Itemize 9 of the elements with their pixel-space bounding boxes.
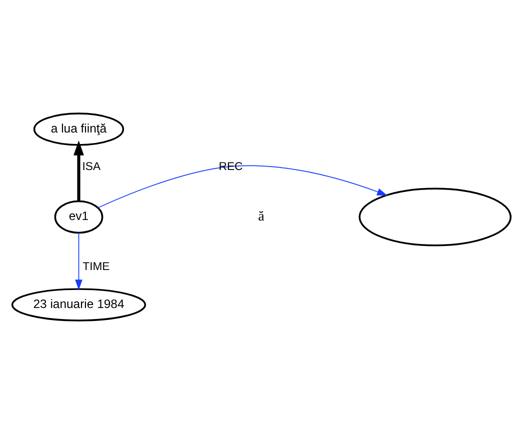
node-ellipse: ev1: [54, 200, 104, 234]
arrow: [74, 140, 84, 202]
edge-label: ISA: [82, 160, 101, 173]
arrow: [75, 232, 82, 290]
edge-label: TIME: [82, 261, 110, 274]
label: ă: [258, 209, 264, 224]
node-ellipse: 23 ianuarie 1984: [11, 288, 146, 322]
node-ellipse: a lua fiinţă: [33, 112, 124, 146]
arrow: [98, 165, 388, 208]
